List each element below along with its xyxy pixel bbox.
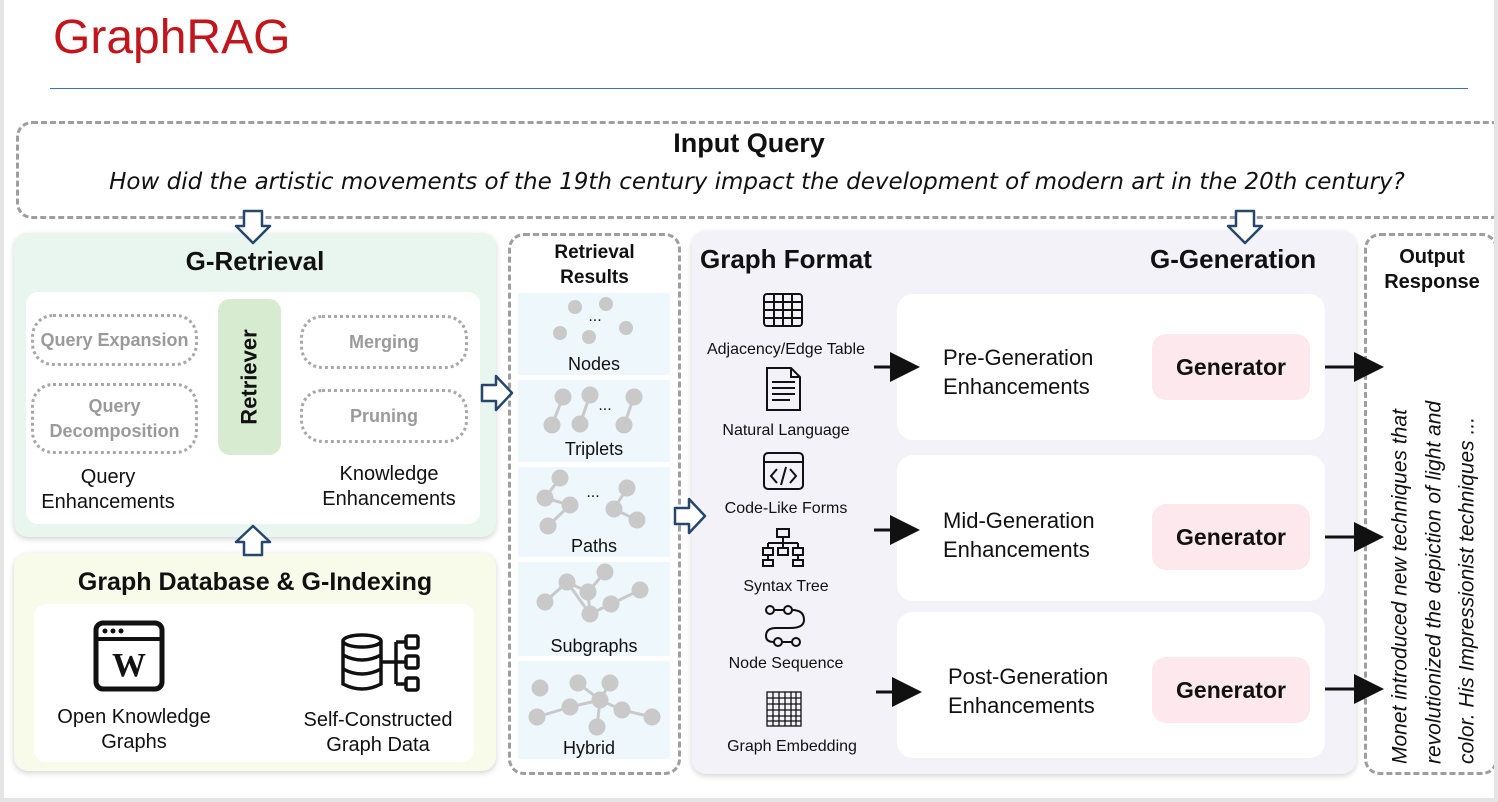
g-generation-title: G-Generation bbox=[1150, 244, 1317, 274]
wikipedia-icon: W bbox=[93, 620, 165, 692]
query-expansion-pill: Query Expansion bbox=[31, 314, 198, 366]
input-query-box bbox=[16, 121, 1498, 219]
result-label-nodes: Nodes bbox=[567, 354, 621, 374]
embedding-icon bbox=[766, 691, 802, 727]
retrieval-results-box bbox=[508, 233, 681, 775]
result-label-hybrid: Hybrid bbox=[562, 738, 615, 758]
merging-pill: Merging bbox=[300, 315, 468, 369]
code-icon bbox=[763, 452, 804, 490]
node-sequence-icon bbox=[764, 605, 806, 647]
result-cell-hybrid bbox=[518, 661, 670, 759]
document-icon bbox=[766, 367, 801, 411]
graph-database-title: Graph Database & G-Indexing bbox=[77, 568, 433, 596]
down-arrow-to-retrieval bbox=[234, 209, 272, 245]
table-icon bbox=[763, 293, 803, 327]
slide-title: GraphRAG bbox=[53, 11, 291, 64]
format-label-natural-language: Natural Language bbox=[722, 422, 850, 439]
format-label-embedding: Graph Embedding bbox=[727, 738, 857, 755]
g-retrieval-title: G-Retrieval bbox=[185, 246, 325, 276]
input-query-text: How did the artistic movements of the 19… bbox=[109, 169, 1405, 195]
right-arrow-to-results bbox=[480, 374, 514, 412]
down-arrow-to-generation bbox=[1226, 209, 1264, 245]
tree-icon bbox=[762, 528, 804, 567]
result-label-subgraphs: Subgraphs bbox=[550, 636, 638, 656]
result-cell-paths bbox=[518, 467, 670, 557]
result-label-triplets: Triplets bbox=[564, 439, 624, 459]
wikipedia-letter: W bbox=[112, 647, 146, 684]
input-query-title: Input Query bbox=[673, 128, 825, 158]
title-divider bbox=[50, 88, 1468, 89]
database-icon bbox=[340, 632, 422, 696]
nodes-ellipsis: ... bbox=[588, 308, 602, 325]
pruning-pill: Pruning bbox=[300, 389, 468, 443]
paths-ellipsis: ... bbox=[586, 484, 600, 501]
mid-generator-button: Generator bbox=[1152, 504, 1310, 570]
pre-generator-button: Generator bbox=[1152, 334, 1310, 400]
result-label-paths: Paths bbox=[570, 536, 618, 556]
up-arrow-from-database bbox=[234, 524, 272, 557]
graph-format-title: Graph Format bbox=[700, 244, 872, 274]
retriever-block bbox=[218, 299, 281, 455]
format-label-code: Code-Like Forms bbox=[724, 500, 848, 517]
format-label-node-sequence: Node Sequence bbox=[728, 655, 844, 672]
format-label-syntax-tree: Syntax Tree bbox=[743, 578, 829, 595]
format-label-adjacency: Adjacency/Edge Table bbox=[706, 341, 866, 358]
post-generator-button: Generator bbox=[1152, 657, 1310, 723]
right-arrow-to-format bbox=[673, 497, 707, 535]
triplets-ellipsis: ... bbox=[598, 397, 612, 414]
